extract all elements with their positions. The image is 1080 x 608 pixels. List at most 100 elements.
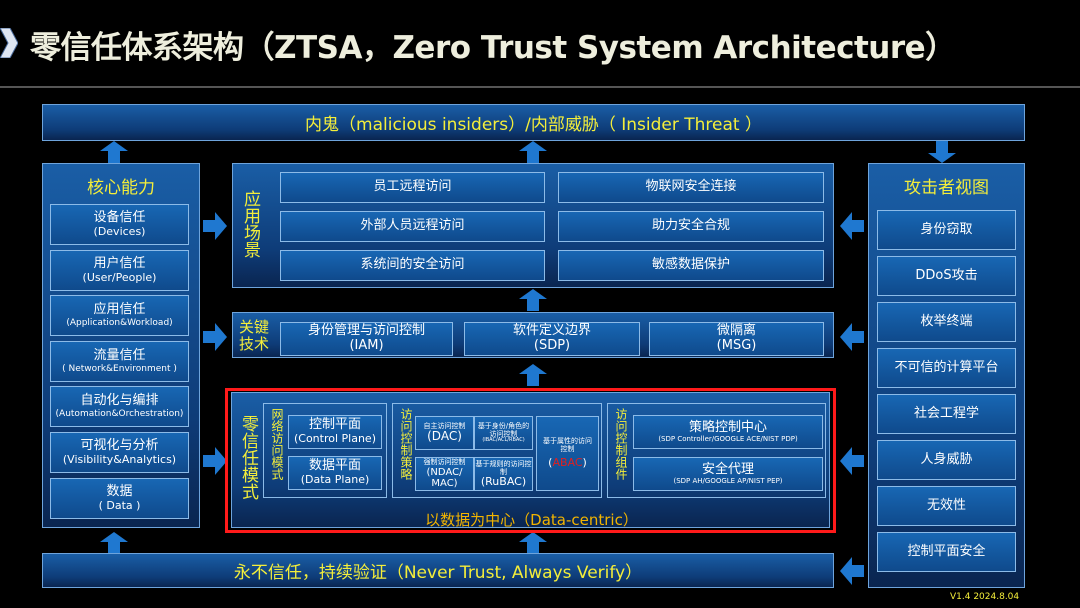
network-access-group: 网络访问模式 xyxy=(263,403,387,498)
item-label: 外部人员远程访问 xyxy=(360,218,465,234)
item-label: 身份窃取 xyxy=(920,221,973,237)
box-title: 基于身份/角色的访问控制 xyxy=(477,422,530,439)
box-title: 基于规则的访问控制 xyxy=(475,459,532,476)
box-subtitle: (SDP AH/GOOGLE AP/NIST PEP) xyxy=(673,477,783,486)
item-label: 枚举终端 xyxy=(920,313,973,329)
item-subtitle: (Application&Workload) xyxy=(66,317,173,328)
arrow-right-icon xyxy=(203,212,227,240)
item-label: 社会工程学 xyxy=(913,405,979,421)
box-subtitle: (NDAC/ MAC) xyxy=(426,466,463,490)
access-components-group: 访问控制组件 xyxy=(607,403,826,498)
abac-box: 基于属性的访问控制(ABAC) xyxy=(536,416,599,491)
box-title: 控制平面 xyxy=(308,417,361,433)
arrow-left-icon xyxy=(840,212,864,240)
paren: ( xyxy=(548,456,553,470)
divider xyxy=(0,86,1080,88)
page-title: 零信任体系架构（ZTSA，Zero Trust System Architect… xyxy=(30,30,956,66)
key-tech-item: 软件定义边界(SDP) xyxy=(464,322,640,356)
scenario-item: 员工远程访问 xyxy=(280,172,545,203)
box-title: 强制访问控制 xyxy=(423,458,466,467)
scenario-item: 外部人员远程访问 xyxy=(280,211,545,242)
access-policy-group: 访问控制策略 xyxy=(392,403,602,498)
policy-control-center-box: 策略控制中心(SDP Controller/GOOGLE ACE/NIST PD… xyxy=(633,415,823,449)
box-subtitle: (SDP Controller/GOOGLE ACE/NIST PDP) xyxy=(658,435,798,444)
access-components-label: 访问控制组件 xyxy=(614,408,628,480)
chevron-right-icon xyxy=(0,28,18,58)
item-subtitle: ( Network&Environment ) xyxy=(62,363,177,374)
scenarios-label: 应用场景 xyxy=(240,190,260,258)
core-capability-item: 用户信任(User/People) xyxy=(50,250,189,291)
item-subtitle: (Visibility&Analytics) xyxy=(62,452,177,466)
core-capability-item: 应用信任(Application&Workload) xyxy=(50,295,189,336)
arrow-right-icon xyxy=(203,323,227,351)
item-title: 流量信任 xyxy=(93,347,146,363)
version-label: V1.4 2024.8.04 xyxy=(950,592,1020,602)
box-title: 基于属性的访问控制 xyxy=(543,437,592,454)
core-capability-item: 自动化与编排(Automation&Orchestration) xyxy=(50,386,189,427)
arrow-up-icon xyxy=(519,141,547,163)
item-label: 不可信的计算平台 xyxy=(894,359,999,375)
box-title: 安全代理 xyxy=(701,461,754,477)
box-title: 数据平面 xyxy=(308,458,361,474)
core-capability-item: 设备信任(Devices) xyxy=(50,204,189,245)
arrow-left-icon xyxy=(840,447,864,475)
item-title: 身份管理与访问控制 xyxy=(307,323,425,339)
arrow-left-icon xyxy=(840,323,864,351)
item-title: 用户信任 xyxy=(93,255,146,271)
box-subtitle: (IBAC/ACL/RBAC) xyxy=(482,437,525,444)
mac-box: 强制访问控制(NDAC/ MAC) xyxy=(415,457,474,491)
attacker-view-item: 身份窃取 xyxy=(877,210,1016,250)
zero-trust-mode-label: 零信任模式 xyxy=(238,415,258,500)
paren: ) xyxy=(582,456,587,470)
box-subtitle: (RuBAC) xyxy=(480,474,527,488)
core-capabilities-title: 核心能力 xyxy=(87,178,155,198)
attacker-view-item: 控制平面安全 xyxy=(877,532,1016,572)
dac-box: 自主访问控制(DAC) xyxy=(415,416,474,450)
item-label: 人身威胁 xyxy=(920,451,973,467)
arrow-up-icon xyxy=(100,141,128,163)
box-subtitle: (Control Plane) xyxy=(293,432,376,446)
box-subtitle: (DAC) xyxy=(427,429,462,444)
item-label: 控制平面安全 xyxy=(907,543,986,559)
network-access-label: 网络访问模式 xyxy=(270,408,284,480)
attacker-view-item: 社会工程学 xyxy=(877,394,1016,434)
ibac-box: 基于身份/角色的访问控制(IBAC/ACL/RBAC) xyxy=(474,416,533,450)
item-title: 数据 xyxy=(106,483,133,499)
scenario-item: 敏感数据保护 xyxy=(558,250,824,281)
box-title: 自主访问控制 xyxy=(423,422,466,431)
control-plane-box: 控制平面(Control Plane) xyxy=(288,415,382,449)
item-subtitle: (Automation&Orchestration) xyxy=(55,408,184,419)
never-trust-banner: 永不信任，持续验证（Never Trust, Always Verify） xyxy=(42,553,834,588)
attacker-view-item: 枚举终端 xyxy=(877,302,1016,342)
data-centric-label: 以数据为中心（Data-centric） xyxy=(425,511,638,529)
arrow-up-icon xyxy=(519,532,547,553)
item-label: 敏感数据保护 xyxy=(651,257,730,273)
access-policy-label: 访问控制策略 xyxy=(399,408,413,480)
arrow-down-icon xyxy=(928,141,956,163)
item-label: 物联网安全连接 xyxy=(645,179,737,195)
item-subtitle: (SDP) xyxy=(533,338,571,353)
attacker-view-item: 无效性 xyxy=(877,486,1016,526)
arrow-up-icon xyxy=(519,364,547,386)
core-capability-item: 数据( Data ) xyxy=(50,478,189,519)
arrow-right-icon xyxy=(203,447,227,475)
key-tech-item: 微隔离(MSG) xyxy=(649,322,824,356)
arrow-left-icon xyxy=(840,557,864,585)
core-capability-item: 流量信任( Network&Environment ) xyxy=(50,341,189,382)
item-label: 员工远程访问 xyxy=(373,179,452,195)
item-subtitle: (MSG) xyxy=(716,338,757,353)
item-subtitle: (IAM) xyxy=(349,338,384,353)
scenario-item: 系统间的安全访问 xyxy=(280,250,545,281)
data-plane-box: 数据平面(Data Plane) xyxy=(288,456,382,490)
insider-threat-banner: 内鬼（malicious insiders）/内部威胁（ Insider Thr… xyxy=(42,104,1025,141)
core-capability-item: 可视化与分析(Visibility&Analytics) xyxy=(50,432,189,473)
item-label: DDoS攻击 xyxy=(915,267,978,283)
attacker-view-title: 攻击者视图 xyxy=(904,178,989,198)
item-label: 助力安全合规 xyxy=(651,218,730,234)
item-title: 设备信任 xyxy=(93,209,146,225)
key-tech-label: 关键技术 xyxy=(239,318,270,353)
key-tech-item: 身份管理与访问控制(IAM) xyxy=(280,322,453,356)
attacker-view-item: 不可信的计算平台 xyxy=(877,348,1016,388)
item-label: 系统间的安全访问 xyxy=(360,257,465,273)
attacker-view-item: 人身威胁 xyxy=(877,440,1016,480)
